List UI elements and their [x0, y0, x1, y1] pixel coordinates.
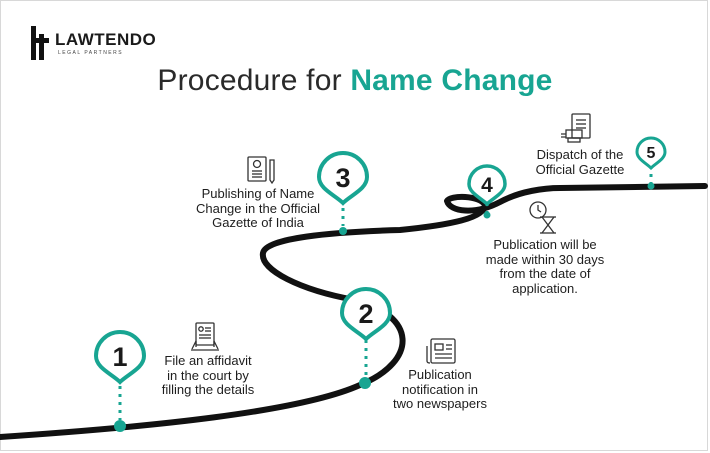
step-4-pin: 4 [467, 164, 507, 207]
step-2-pin: 2 [339, 287, 393, 342]
step-5-pin: 5 [635, 136, 667, 171]
step-2-number: 2 [358, 299, 373, 329]
step-2-road-dot [359, 377, 371, 389]
title-highlight: Name Change [350, 64, 553, 97]
road-path [0, 183, 708, 440]
affidavit-icon [191, 322, 219, 351]
hourglass-clock-icon [529, 201, 556, 234]
dispatch-printer-icon [561, 113, 591, 143]
step-3-number: 3 [335, 163, 350, 193]
page-title: Procedure for Name Change [0, 64, 710, 98]
step-3-road-dot [339, 227, 347, 235]
step-3-label: Publishing of Name Change in the Officia… [195, 186, 321, 230]
step-5-road-dot [647, 182, 655, 190]
step-1-pin: 1 [93, 330, 147, 385]
step-1-number: 1 [112, 342, 127, 372]
step-5-label: Dispatch of the Official Gazette [535, 147, 625, 177]
step-4-road-dot [483, 211, 491, 219]
step-4-label: Publication will be made within 30 days … [485, 237, 605, 296]
title-prefix: Procedure for [157, 64, 351, 97]
step-1-label: File an affidavit in the court by fillin… [161, 353, 255, 397]
newspaper-icon [426, 338, 456, 364]
step-4-number: 4 [481, 174, 493, 197]
step-5-number: 5 [647, 145, 656, 162]
brand-tagline: LEGAL PARTNERS [58, 50, 124, 56]
step-1-road-dot [114, 420, 126, 432]
brand-name: LAWTENDO [55, 30, 157, 49]
step-3-pin: 3 [316, 151, 370, 206]
gazette-document-icon [247, 156, 275, 185]
step-2-label: Publication notification in two newspape… [393, 367, 487, 411]
lawtendo-logo-mark [31, 26, 49, 60]
